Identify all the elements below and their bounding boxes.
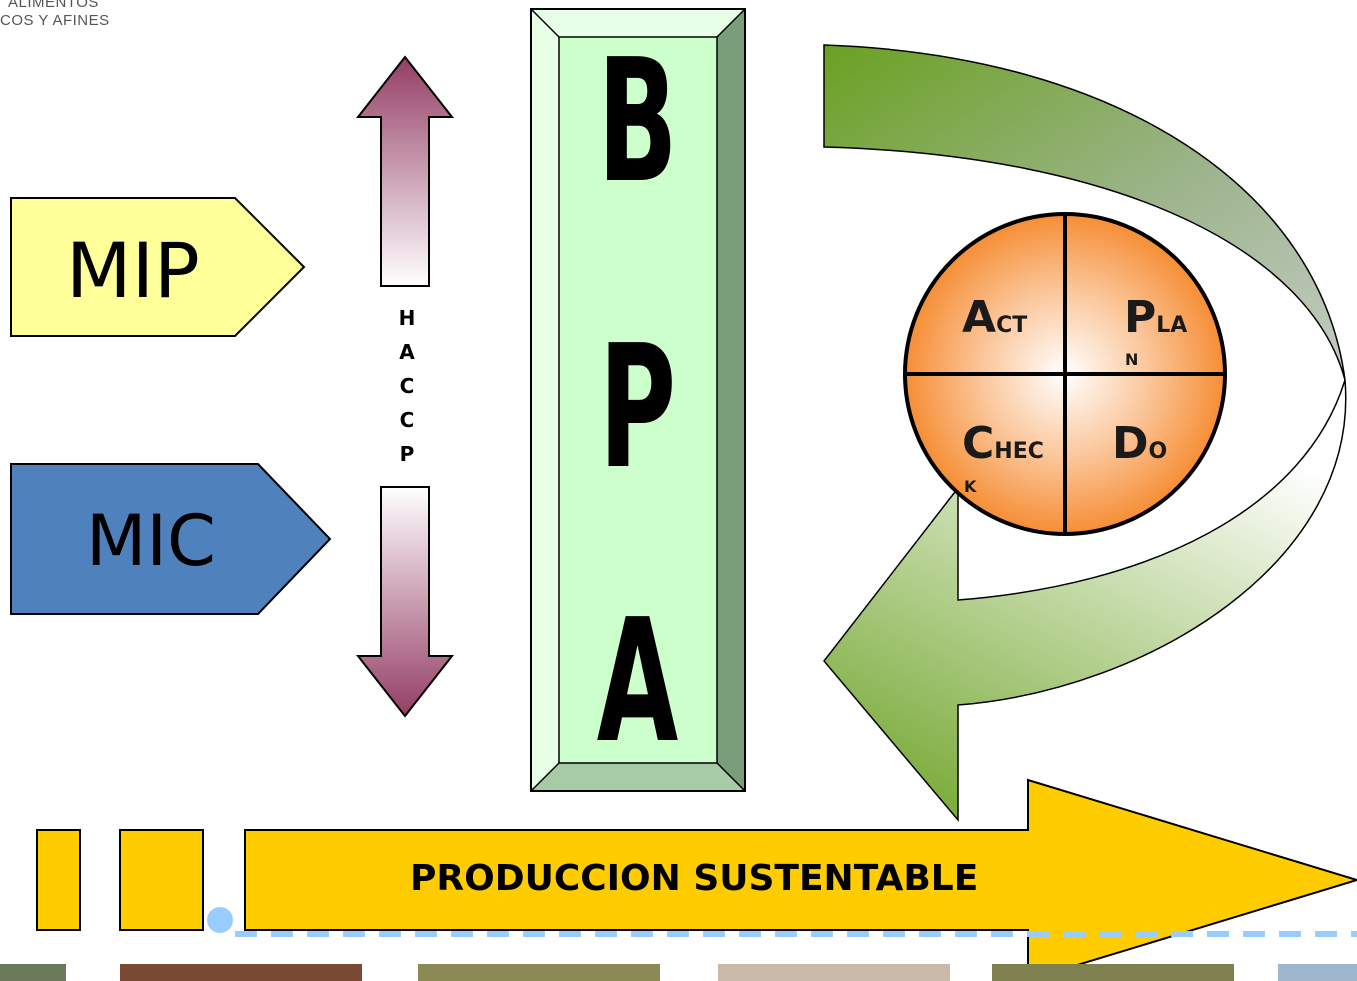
logo-line-1: ALIMENTOS — [8, 0, 99, 11]
logo-text: ALIMENTOS COS Y AFINES — [0, 0, 110, 30]
photo-strip-1 — [0, 964, 66, 981]
pdca-act-small: CT — [996, 313, 1028, 338]
haccp-letter-h: H — [398, 306, 416, 330]
pdca-plan: PLA — [1124, 292, 1187, 343]
haccp-letter-p: P — [399, 442, 415, 466]
yellow-block-2 — [119, 829, 204, 931]
photo-strip-5 — [992, 964, 1234, 981]
pdca-check-wrap: K — [964, 477, 977, 496]
produccion-label: PRODUCCION SUSTENTABLE — [410, 858, 979, 899]
pdca-act-big: A — [962, 292, 997, 343]
haccp-letter-c2: C — [399, 408, 415, 432]
mip-label: MIP — [66, 226, 200, 315]
blue-dot — [207, 907, 233, 933]
pdca-plan-big: P — [1124, 292, 1157, 343]
yellow-block-1 — [36, 829, 81, 931]
bpa-box — [530, 8, 746, 792]
cycle-arrow-bottom — [823, 379, 1347, 823]
pdca-plan-small: LA — [1156, 313, 1188, 338]
photo-strip-4 — [718, 964, 950, 981]
pdca-do-small: O — [1148, 439, 1168, 464]
pdca-do-big: D — [1112, 418, 1149, 469]
bpa-letter-b: B — [597, 23, 678, 221]
photo-strip-6 — [1278, 964, 1357, 981]
haccp-letter-a: A — [399, 340, 415, 364]
mip-arrow — [10, 197, 306, 337]
pdca-check-small: HEC — [994, 439, 1044, 464]
haccp-letter-c1: C — [399, 374, 415, 398]
bpa-letter-a: A — [596, 583, 679, 781]
mic-arrow — [10, 463, 332, 615]
pdca-check: CHEC — [962, 418, 1044, 469]
mic-label: MIC — [86, 500, 216, 582]
pdca-do: DO — [1112, 418, 1167, 469]
cycle-arrow-top — [823, 44, 1346, 381]
pdca-check-big: C — [962, 418, 995, 469]
logo-line-2: COS Y AFINES — [0, 12, 110, 29]
produccion-arrow — [244, 778, 1357, 981]
photo-strip-2 — [120, 964, 362, 981]
pdca-plan-wrap: N — [1125, 350, 1139, 369]
bpa-letter-p: P — [598, 309, 677, 507]
haccp-up-arrow — [355, 55, 455, 287]
photo-strip-3 — [418, 964, 660, 981]
pdca-act: ACT — [962, 292, 1027, 343]
haccp-down-arrow — [355, 486, 455, 718]
